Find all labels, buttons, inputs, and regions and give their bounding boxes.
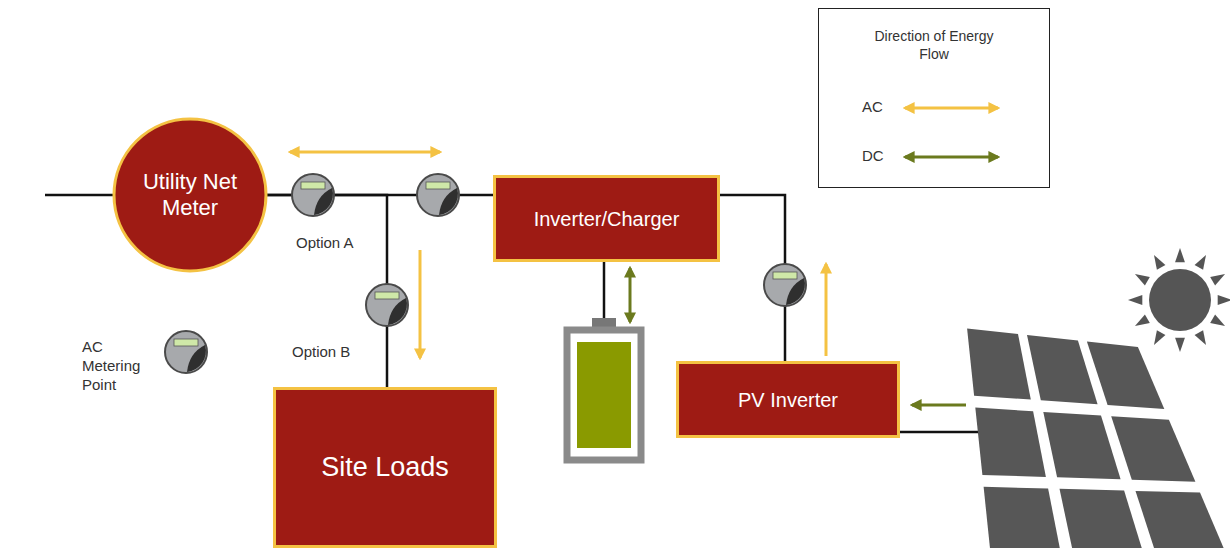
meter-face: [165, 331, 207, 373]
sun-ray: [1128, 295, 1142, 305]
text-label: Direction of Energy Flow: [870, 28, 998, 63]
panel-cell: [967, 328, 1031, 399]
sun-icon: [1128, 248, 1230, 352]
sun-ray: [1175, 338, 1185, 352]
meter-face: [417, 174, 459, 216]
battery-wire: [603, 262, 606, 320]
sun-ray: [1195, 330, 1206, 345]
meter-icon: [417, 174, 459, 216]
meter-dial: [187, 345, 206, 372]
meter-icon: [292, 174, 334, 216]
node-label: Utility Net Meter: [126, 165, 254, 226]
text-label: AC Metering Point: [82, 338, 164, 394]
meter-face: [764, 264, 806, 306]
pv-inverter-box: PV Inverter: [676, 361, 900, 438]
utility-meter-circle: Utility Net Meter: [112, 117, 268, 273]
panel-cell: [975, 408, 1046, 477]
sun-ray: [1210, 274, 1225, 285]
sun-ray: [1210, 315, 1225, 326]
battery-body: [567, 330, 641, 460]
meter-display: [426, 182, 450, 189]
circle-shape: [114, 119, 266, 271]
meter-display: [773, 272, 797, 279]
panel-cell: [1111, 416, 1195, 482]
node-label: Inverter/Charger: [526, 203, 688, 235]
sun-ray: [1175, 248, 1185, 262]
sun-ray: [1135, 274, 1150, 285]
panel-cell: [1027, 335, 1098, 404]
legend-label: DC: [862, 147, 884, 166]
legend-dc-sample: [905, 156, 998, 159]
meter-dial: [314, 188, 333, 215]
text-label: Option B: [292, 343, 372, 362]
grid-wire: [45, 194, 114, 197]
meter-display: [375, 292, 399, 299]
ac-flow-arrow: [419, 250, 422, 358]
meter-face: [292, 174, 334, 216]
dc-flow-arrow: [629, 268, 632, 322]
sun-ray: [1218, 295, 1230, 305]
panel-cell: [1136, 491, 1227, 548]
panel-cell: [984, 487, 1061, 548]
meter-dial: [439, 188, 458, 215]
sun-ray: [1195, 255, 1206, 270]
meter-icon: [764, 264, 806, 306]
sun-ray: [1154, 255, 1165, 270]
sun-ray: [1154, 330, 1165, 345]
site-loads-box: Site Loads: [273, 387, 497, 548]
meter-display: [174, 339, 198, 346]
node-label: Site Loads: [313, 447, 457, 487]
node-label: PV Inverter: [730, 384, 846, 416]
ac-flow-arrow: [825, 264, 828, 356]
sun-ray: [1135, 315, 1150, 326]
sun-disc: [1149, 269, 1211, 331]
battery-charge: [577, 342, 631, 448]
ac-flow-arrow: [290, 151, 440, 154]
inverter-charger-box: Inverter/Charger: [493, 175, 720, 262]
wire-connector: [267, 195, 387, 387]
panel-cell: [1043, 412, 1120, 479]
meter-dial: [388, 298, 407, 325]
legend-label: AC: [862, 98, 883, 117]
panel-cell: [1060, 489, 1144, 548]
dc-flow-arrow: [912, 404, 966, 407]
panel-wire: [900, 431, 990, 434]
meter-dial: [786, 278, 805, 305]
legend-ac-sample: [905, 107, 998, 110]
solar-panel: [967, 328, 1226, 548]
text-label: Option A: [296, 234, 376, 253]
panel-cell: [1087, 341, 1164, 409]
meter-face: [366, 284, 408, 326]
meter-icon: [165, 331, 207, 373]
meter-display: [301, 182, 325, 189]
meter-icon: [366, 284, 408, 326]
